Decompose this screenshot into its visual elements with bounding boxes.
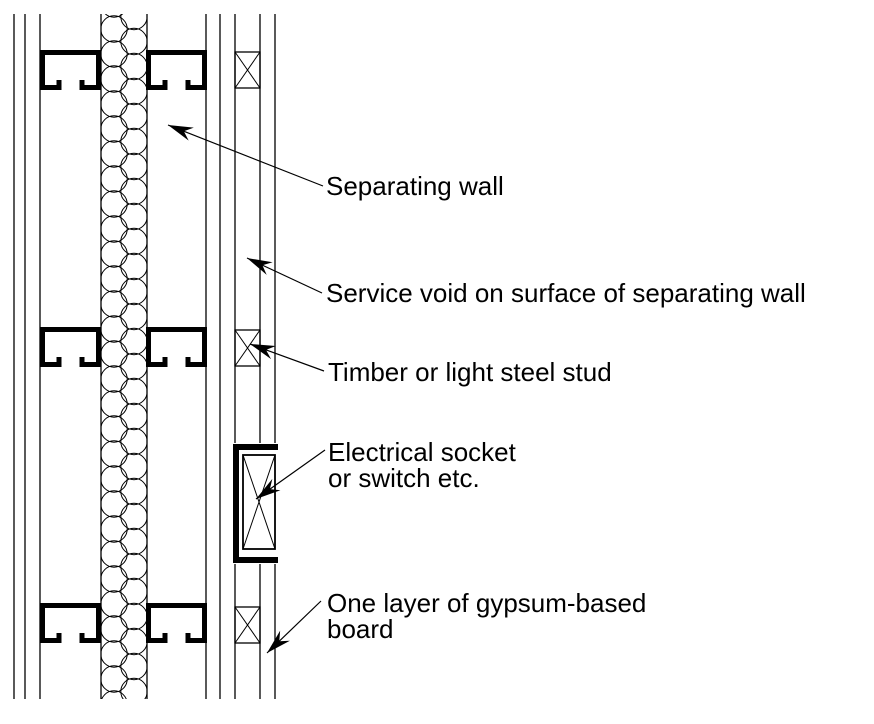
- leader-gypsum-board: [266, 600, 322, 654]
- leader-separating-wall: [167, 124, 324, 187]
- insulation-quilt-hatch: [101, 14, 147, 699]
- leader-lines: [167, 124, 326, 654]
- electrical-socket-symbol: [232, 443, 279, 564]
- socket-cross: [242, 454, 276, 550]
- stud-symbol: [149, 53, 205, 88]
- socket-mask: [232, 443, 279, 564]
- batten-symbol: [234, 51, 261, 89]
- batten-symbol: [234, 329, 261, 367]
- stud-symbol: [43, 53, 99, 88]
- leader-service-void: [246, 257, 323, 294]
- label-separating-wall: Separating wall: [326, 171, 504, 201]
- label-service-void: Service void on surface of separating wa…: [326, 278, 806, 308]
- batten-symbol: [234, 606, 261, 644]
- stud-symbol: [43, 330, 99, 365]
- stud-symbol: [149, 330, 205, 365]
- stud-symbol: [43, 606, 99, 641]
- stud-symbol: [149, 606, 205, 641]
- label-gypsum-board: One layer of gypsum-based board: [327, 588, 647, 644]
- socket-front-box: [242, 454, 276, 550]
- socket-back-box: [233, 444, 278, 563]
- leader-stud: [249, 343, 325, 372]
- label-stud: Timber or light steel stud: [328, 357, 612, 387]
- label-electrical-socket: Electrical socket or switch etc.: [328, 437, 516, 493]
- leader-electrical-socket: [255, 449, 326, 500]
